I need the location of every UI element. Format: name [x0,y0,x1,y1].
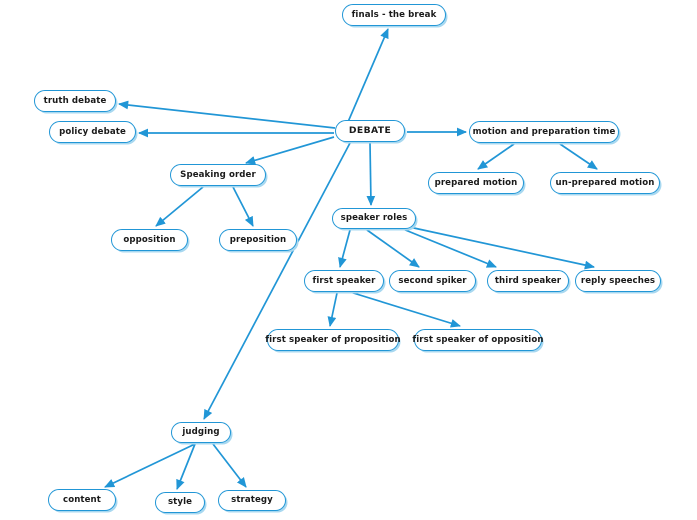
edge-first_speaker-to-fs_opposition [349,291,461,328]
node-label-motion_prep: motion and preparation time [472,126,616,137]
edge-speaker_roles-to-first_speaker [338,229,351,268]
node-label-prepared: prepared motion [434,177,518,188]
node-third_speaker[interactable]: third speaker [487,270,569,292]
edge-judging-to-content [104,443,196,488]
node-label-first_speaker: first speaker [312,275,376,286]
node-label-fs_opposition: first speaker of opposition [412,334,544,345]
node-content[interactable]: content [48,489,116,511]
edge-debate-to-finals [347,28,389,123]
node-label-speaking_order: Speaking order [180,169,256,180]
edge-speaking_order-to-opposition [155,186,204,227]
node-label-truth: truth debate [43,95,107,106]
edges-group [104,28,598,490]
node-label-reply_speeches: reply speeches [580,275,656,286]
node-judging[interactable]: judging [171,422,231,443]
node-opposition[interactable]: opposition [111,229,188,251]
node-label-policy: policy debate [59,126,126,137]
node-label-unprepared: un-prepared motion [555,177,655,188]
node-unprepared[interactable]: un-prepared motion [550,172,660,194]
node-second_spiker[interactable]: second spiker [389,270,476,292]
node-speaker_roles[interactable]: speaker roles [332,208,416,229]
node-policy[interactable]: policy debate [49,121,136,143]
node-prepared[interactable]: prepared motion [428,172,524,194]
edge-speaker_roles-to-second_spiker [366,229,420,268]
node-finals[interactable]: finals - the break [342,4,446,26]
node-fs_proposition[interactable]: first speaker of proposition [265,329,401,351]
node-label-speaker_roles: speaker roles [340,213,408,224]
node-label-fs_proposition: first speaker of proposition [265,334,401,345]
edge-debate-to-speaking_order [245,136,335,165]
node-label-opposition: opposition [123,234,176,245]
edge-motion_prep-to-unprepared [559,143,598,170]
edge-speaking_order-to-preposition [232,186,254,227]
node-label-strategy: strategy [231,495,273,506]
edge-speaker_roles-to-third_speaker [397,226,497,268]
node-debate[interactable]: DEBATE [335,120,405,142]
node-label-judging: judging [182,427,220,438]
edge-debate-to-truth [117,100,336,129]
node-reply_speeches[interactable]: reply speeches [575,270,661,292]
node-speaking_order[interactable]: Speaking order [170,164,266,186]
node-preposition[interactable]: preposition [219,229,297,251]
edge-judging-to-style [176,443,196,490]
node-label-content: content [63,494,101,505]
edge-motion_prep-to-prepared [477,143,515,170]
node-label-preposition: preposition [229,234,287,245]
node-label-style: style [167,497,193,508]
edge-first_speaker-to-fs_proposition [327,292,338,327]
node-style[interactable]: style [155,492,205,513]
node-label-finals: finals - the break [351,9,437,20]
node-label-second_spiker: second spiker [398,275,467,286]
node-label-debate: DEBATE [348,125,392,137]
node-fs_opposition[interactable]: first speaker of opposition [412,329,543,351]
node-truth[interactable]: truth debate [34,90,116,112]
edge-judging-to-strategy [212,443,247,488]
node-first_speaker[interactable]: first speaker [304,270,384,292]
node-strategy[interactable]: strategy [218,490,286,511]
edge-speaker_roles-to-reply_speeches [399,224,595,270]
edge-debate-to-speaker_roles [366,142,376,207]
node-label-third_speaker: third speaker [494,275,562,286]
node-motion_prep[interactable]: motion and preparation time [469,121,619,143]
